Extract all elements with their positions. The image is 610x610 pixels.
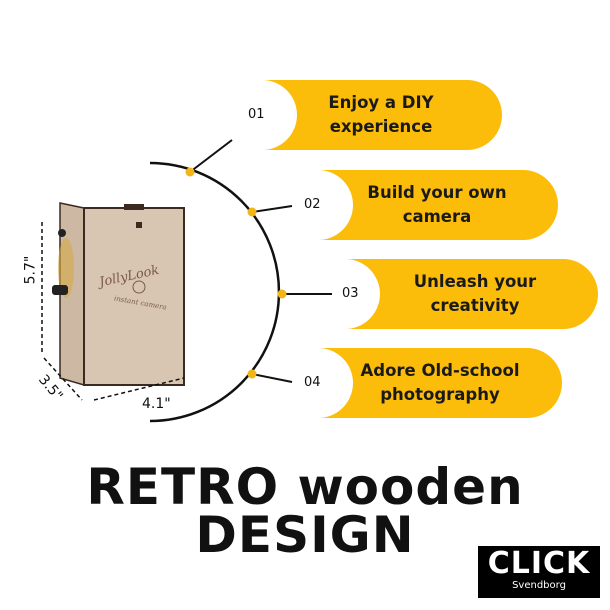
feature-text-02: Build your own camera (367, 183, 507, 226)
feature-text-03: Unleash your creativity (413, 272, 537, 315)
dot-04 (247, 369, 257, 379)
dot-03 (277, 289, 287, 299)
width-label: 4.1" (142, 396, 171, 412)
pill-03 (345, 259, 598, 329)
connector-02 (251, 205, 293, 213)
dot-02 (247, 207, 257, 217)
logo-sub: Svendborg (512, 580, 566, 591)
depth-arrow (43, 357, 83, 401)
pill-02 (318, 170, 558, 240)
headline-line2: DESIGN (195, 506, 415, 564)
feature-number-02: 02 (304, 197, 321, 212)
connector-04 (251, 373, 293, 383)
click-svendborg-logo: CLICK Svendborg (478, 546, 600, 598)
headline-line1: RETRO wooden (86, 458, 524, 516)
feature-text-04: Adore Old-school photography (360, 361, 520, 404)
logo-main: CLICK (487, 546, 591, 581)
pill-04 (318, 348, 562, 418)
feature-number-03: 03 (342, 286, 359, 301)
pill-01 (262, 80, 502, 150)
feature-number-04: 04 (304, 375, 321, 390)
dot-01 (185, 167, 195, 177)
feature-number-01: 01 (248, 107, 265, 122)
width-arrow (93, 377, 185, 401)
feature-text-01: Enjoy a DIY experience (328, 93, 434, 136)
height-label: 5.7" (22, 255, 39, 285)
connector-01 (189, 139, 233, 173)
camera-image: JollyLook instant camera (52, 202, 185, 386)
